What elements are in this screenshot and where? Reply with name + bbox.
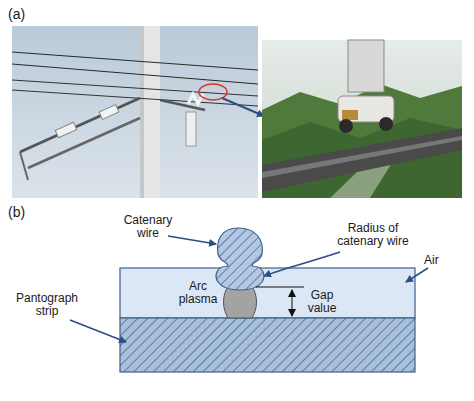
catenary-photo [12,26,264,198]
panel-label: (a) [8,6,38,22]
part-label: Radius of catenary wire [332,222,414,248]
inspection-photo [262,40,462,198]
part-label: Arc plasma [172,280,224,306]
panel-label: (b) [8,204,38,220]
arc-model [70,228,428,372]
part-label: Catenary wire [118,214,178,240]
part-label: Pantograph strip [8,292,86,318]
part-label: Air [424,254,464,267]
dimension-label: Gap value [300,289,344,315]
